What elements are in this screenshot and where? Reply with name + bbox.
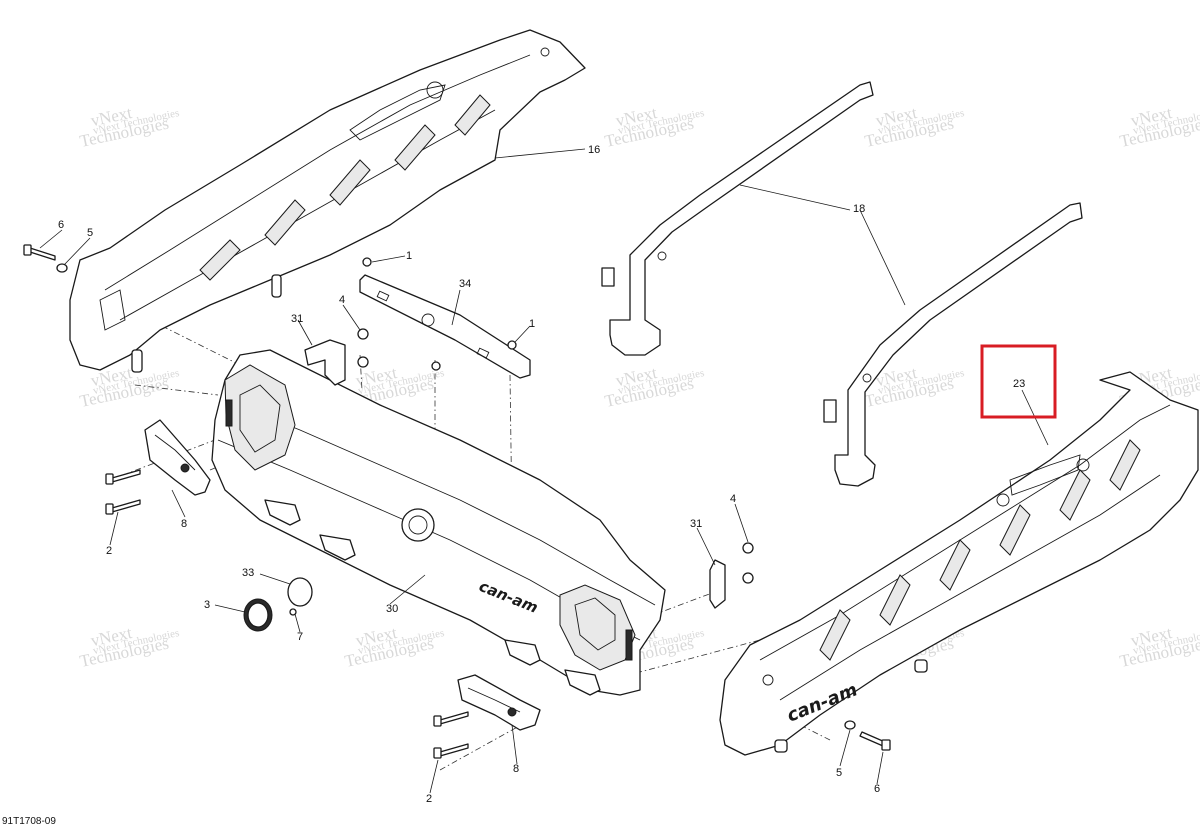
- part-31-bracket-left: [304, 339, 346, 386]
- watermark: vNext Technologies vNext Technologies: [603, 103, 705, 151]
- part-18-grab-bar-front: [601, 81, 874, 356]
- watermark: vNext Technologies vNext Technologies: [603, 363, 705, 411]
- callout-30[interactable]: 30: [386, 603, 398, 615]
- callout-4[interactable]: 4: [339, 294, 345, 306]
- callout-3[interactable]: 3: [204, 599, 210, 611]
- callout-1[interactable]: 1: [529, 318, 535, 330]
- callout-1[interactable]: 1: [406, 250, 412, 262]
- callout-31[interactable]: 31: [690, 518, 702, 530]
- callout-8[interactable]: 8: [513, 763, 519, 775]
- part-34-bracket-strip: [359, 274, 531, 379]
- callout-16[interactable]: 16: [588, 144, 600, 156]
- watermark: vNext Technologies vNext Technologies: [1118, 103, 1200, 151]
- part-16-side-rail-left: [69, 29, 586, 373]
- part-8-latch-left: [144, 419, 211, 496]
- callout-7[interactable]: 7: [297, 631, 303, 643]
- highlight-box-23: [980, 344, 1057, 419]
- callout-2[interactable]: 2: [426, 793, 432, 805]
- diagram-code: 91T1708-09: [2, 816, 56, 827]
- callout-6[interactable]: 6: [874, 783, 880, 795]
- part-31-bracket-right: [709, 559, 726, 609]
- part-8-latch-right: [457, 674, 541, 731]
- callout-6[interactable]: 6: [58, 219, 64, 231]
- callout-18[interactable]: 18: [853, 203, 865, 215]
- watermark: vNext Technologies vNext Technologies: [78, 623, 180, 671]
- leader-lines: [39, 148, 1049, 794]
- watermark: vNext Technologies vNext Technologies: [863, 103, 965, 151]
- callout-31[interactable]: 31: [291, 313, 303, 325]
- callouts: 16 18 23 34 1 1 4 4 31 31 5 5 6 6 8 8 2 …: [58, 144, 1025, 805]
- callout-2[interactable]: 2: [106, 545, 112, 557]
- callout-23[interactable]: 23: [1013, 378, 1025, 390]
- callout-4[interactable]: 4: [730, 493, 736, 505]
- part-30-rear-bumper: can-am: [211, 349, 666, 696]
- part-18-grab-bar-rear: [823, 202, 1083, 487]
- watermark: vNext Technologies vNext Technologies: [78, 103, 180, 151]
- callout-33[interactable]: 33: [242, 567, 254, 579]
- callout-5[interactable]: 5: [836, 767, 842, 779]
- callout-5[interactable]: 5: [87, 227, 93, 239]
- watermark: vNext Technologies vNext Technologies: [343, 623, 445, 671]
- watermark: vNext Technologies vNext Technologies: [1118, 623, 1200, 671]
- callout-8[interactable]: 8: [181, 518, 187, 530]
- part-23-side-rail-right: can-am: [719, 371, 1199, 756]
- callout-34[interactable]: 34: [459, 278, 471, 290]
- hardware: [23, 244, 891, 759]
